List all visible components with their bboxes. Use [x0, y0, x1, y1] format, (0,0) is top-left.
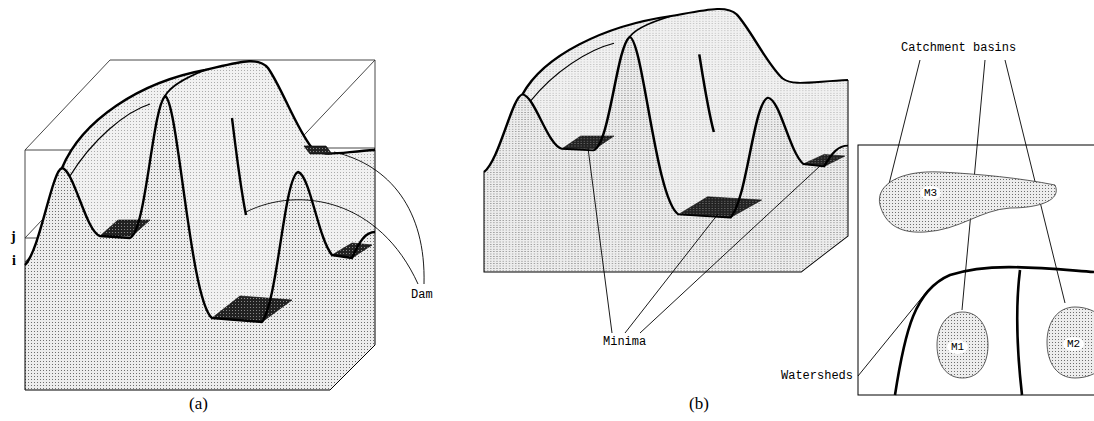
terrain-a — [25, 61, 375, 390]
basin-shape — [879, 172, 1056, 232]
level-label: j — [10, 229, 17, 245]
callout-label: Catchment basins — [900, 42, 1017, 56]
terrain-b-copy — [484, 9, 848, 272]
callout-label: Watersheds — [780, 370, 854, 384]
leader-line — [334, 152, 424, 284]
callout-label: Minima — [602, 336, 647, 350]
catchment-basin: M2 — [1045, 305, 1094, 380]
catchment-basin: M3 — [870, 160, 1060, 240]
watershed-line — [1017, 270, 1022, 395]
catchment-basin: M1 — [935, 310, 990, 380]
level-label: i — [11, 253, 17, 269]
panel-label: (b) — [688, 394, 710, 414]
dam — [304, 146, 332, 154]
callout-label: Dam — [410, 289, 434, 303]
leader-line — [246, 200, 418, 284]
basin-shape — [937, 312, 988, 378]
leader-line — [640, 166, 820, 333]
leader-line — [858, 290, 928, 376]
basin-shape — [1047, 307, 1094, 378]
basin-outline — [870, 160, 1060, 240]
leader-line — [888, 60, 920, 188]
panel-label: (a) — [188, 394, 209, 414]
terrain-b — [484, 9, 848, 272]
leader-line — [588, 148, 612, 333]
